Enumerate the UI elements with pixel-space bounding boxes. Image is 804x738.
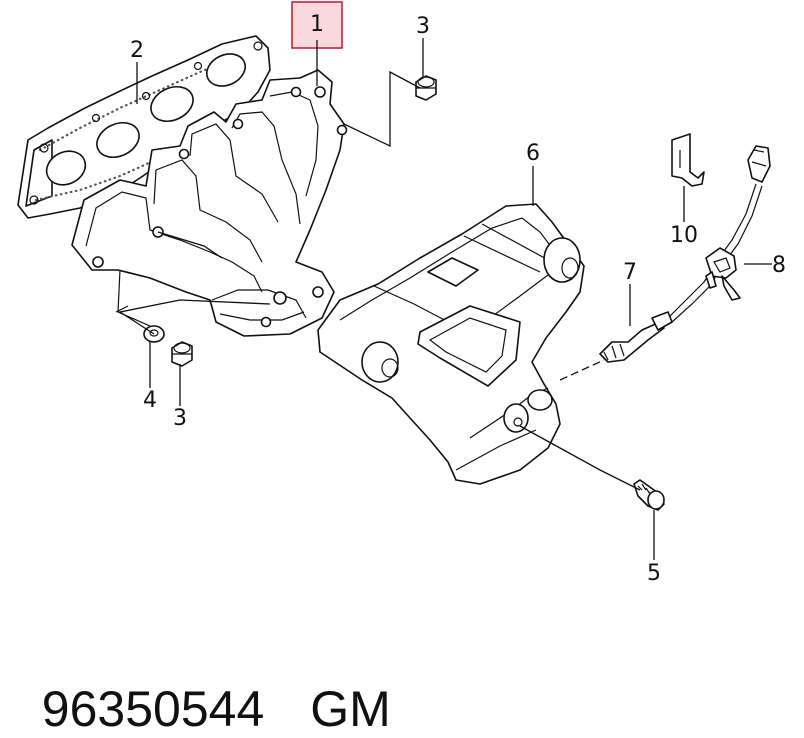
callout-5: 5 (647, 561, 661, 586)
brand-name: GM (310, 681, 391, 737)
bolt (633, 479, 665, 511)
exhaust-manifold (71, 69, 348, 337)
nut-upper (415, 75, 437, 101)
callout-3-lower: 3 (173, 406, 187, 431)
part-number: 96350544 (41, 681, 265, 737)
wire-clip (705, 247, 741, 301)
sensor-bracket (671, 133, 705, 187)
nut-lower (171, 341, 193, 367)
callout-3-upper: 3 (416, 14, 430, 39)
manifold-gasket (17, 35, 271, 219)
part-number-footer: 96350544 GM (14, 622, 391, 738)
callout-2: 2 (130, 38, 144, 63)
callout-7: 7 (623, 260, 637, 285)
callout-6: 6 (526, 141, 540, 166)
heat-shield (317, 203, 585, 485)
callout-1: 1 (310, 12, 324, 37)
exploded-parts-diagram: 1 2 3 6 7 8 10 4 3 5 (17, 1, 786, 586)
callout-10: 10 (670, 223, 698, 248)
leader-lines (136, 38, 772, 560)
oxygen-sensor (599, 145, 771, 363)
callout-8: 8 (772, 253, 786, 278)
callout-4: 4 (143, 388, 157, 413)
assembly-lines (118, 70, 641, 491)
